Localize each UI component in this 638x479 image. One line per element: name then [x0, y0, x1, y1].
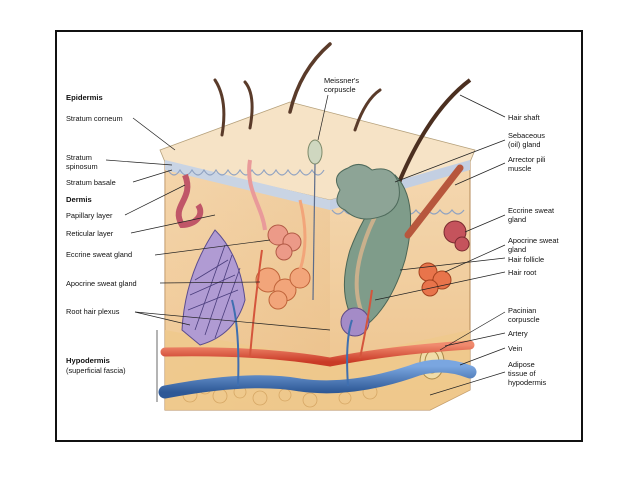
label-superficial-fascia: (superficial fascia) — [66, 366, 126, 375]
label-meissners-corpuscle: Meissner's corpuscle — [324, 76, 359, 94]
label-reticular-layer: Reticular layer — [66, 229, 113, 238]
label-sebaceous-gland: Sebaceous (oil) gland — [508, 131, 545, 149]
label-dermis: Dermis — [66, 195, 92, 204]
label-eccrine-sweat-gland-left: Eccrine sweat gland — [66, 250, 132, 259]
sebaceous-gland — [336, 164, 399, 219]
label-eccrine-sweat-gland-right: Eccrine sweat gland — [508, 206, 554, 224]
label-hair-follicle: Hair follicle — [508, 255, 544, 264]
label-artery: Artery — [508, 329, 528, 338]
label-hair-root: Hair root — [508, 268, 536, 277]
label-vein: Vein — [508, 344, 522, 353]
label-epidermis: Epidermis — [66, 93, 103, 102]
label-stratum-spinosum: Stratum spinosum — [66, 153, 98, 171]
label-hypodermis: Hypodermis — [66, 356, 110, 365]
label-apocrine-sweat-gland-right: Apocrine sweat gland — [508, 236, 559, 254]
label-stratum-corneum: Stratum corneum — [66, 114, 123, 123]
label-arrector-pili-muscle: Arrector pili muscle — [508, 155, 545, 173]
label-pacinian-corpuscle: Pacinian corpuscle — [508, 306, 540, 324]
label-root-hair-plexus: Root hair plexus — [66, 307, 119, 316]
label-stratum-basale: Stratum basale — [66, 178, 116, 187]
label-hair-shaft: Hair shaft — [508, 113, 540, 122]
label-papillary-layer: Papillary layer — [66, 211, 112, 220]
label-apocrine-sweat-gland-left: Apocrine sweat gland — [66, 279, 137, 288]
label-adipose-tissue: Adipose tissue of hypodermis — [508, 360, 546, 387]
